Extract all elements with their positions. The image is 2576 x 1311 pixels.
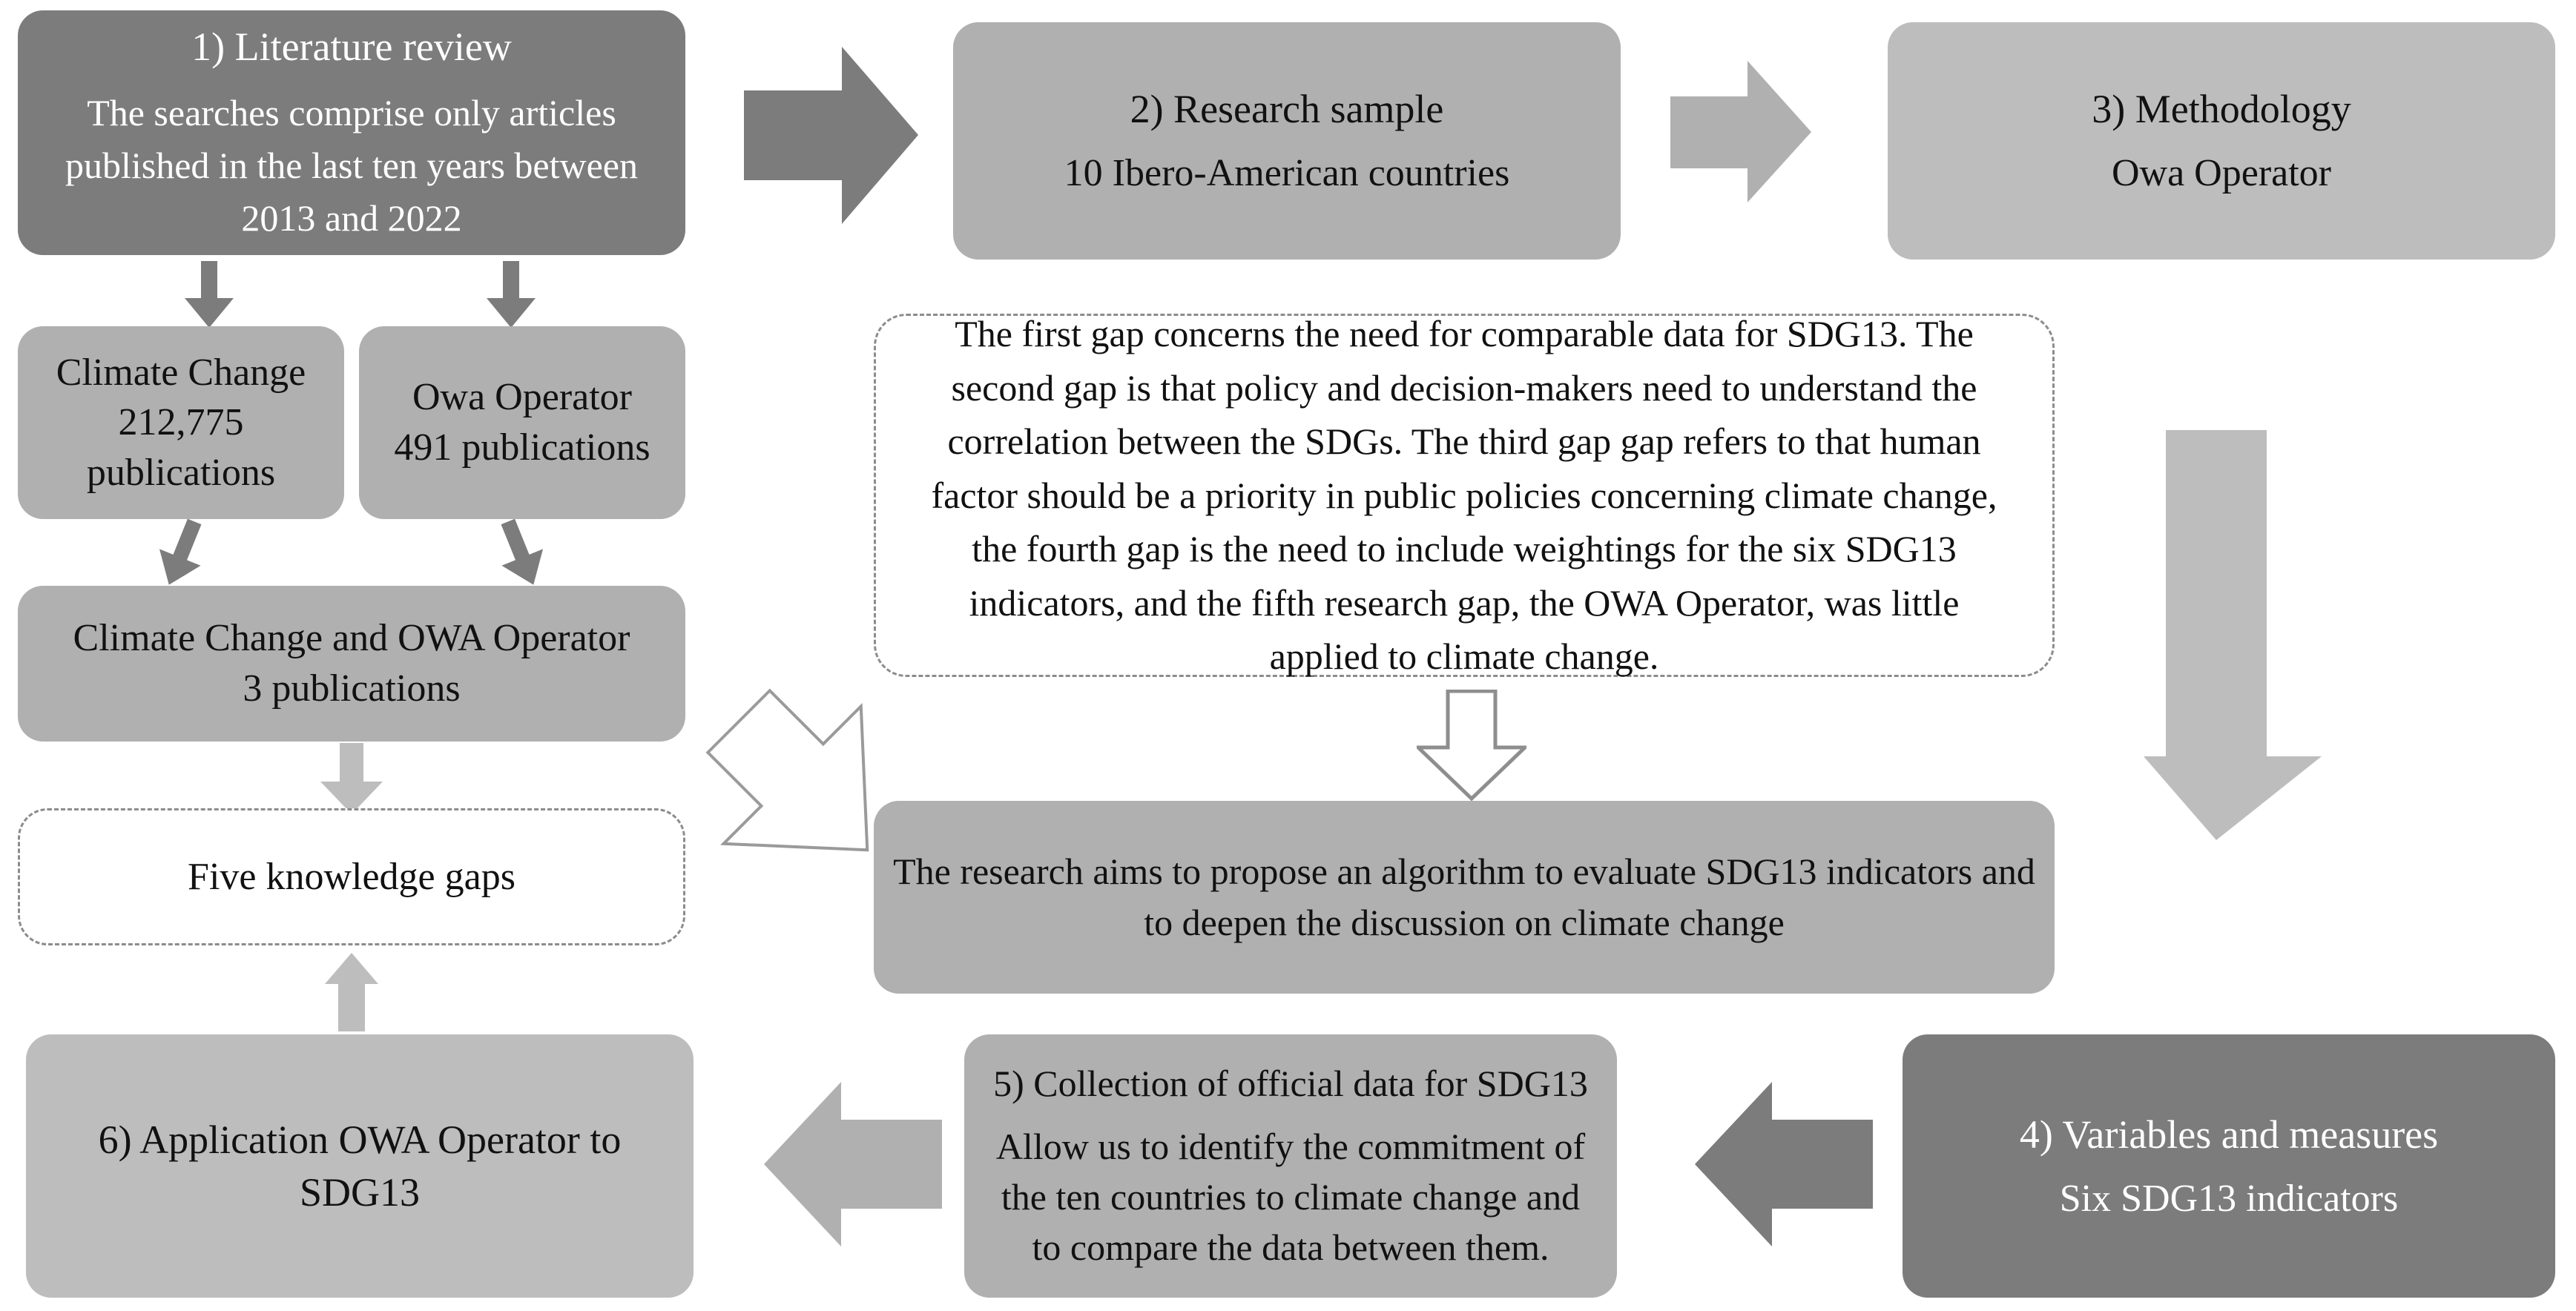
node-research-aim-body: The research aims to propose an algorith… — [893, 851, 2035, 943]
node-combined-line1: Climate Change and OWA Operator — [73, 617, 630, 660]
node-application-owa-label: 6) Application OWA Operator to SDG13 — [98, 1117, 622, 1215]
arrow-variables-to-data-collection — [1695, 1079, 1873, 1249]
node-application-owa: 6) Application OWA Operator to SDG13 — [26, 1034, 694, 1298]
node-owa-operator-line2: 491 publications — [394, 426, 650, 469]
arrow-climate-change-to-combined — [148, 513, 215, 593]
node-variables-and-measures: 4) Variables and measures Six SDG13 indi… — [1903, 1034, 2555, 1298]
node-owa-operator-publications: Owa Operator 491 publications — [359, 326, 685, 519]
node-five-knowledge-gaps: Five knowledge gaps — [18, 808, 685, 945]
node-literature-review: 1) Literature review The searches compri… — [18, 10, 685, 255]
node-climate-change-line2: 212,775 — [118, 401, 244, 444]
node-owa-operator-line1: Owa Operator — [412, 376, 632, 419]
node-data-collection-body: Allow us to identify the commitment of t… — [995, 1126, 1586, 1268]
node-methodology-heading: 3) Methodology — [2092, 87, 2351, 132]
node-combined-line2: 3 publications — [243, 667, 461, 710]
arrow-research-sample-to-methodology — [1670, 59, 1811, 204]
node-research-aim: The research aims to propose an algorith… — [874, 801, 2055, 994]
node-variables-body: Six SDG13 indicators — [2059, 1177, 2399, 1220]
node-research-sample-heading: 2) Research sample — [1130, 87, 1444, 132]
node-data-collection: 5) Collection of official data for SDG13… — [964, 1034, 1617, 1298]
arrow-five-gaps-to-gaps-detail — [667, 650, 940, 922]
node-research-sample: 2) Research sample 10 Ibero-American cou… — [953, 22, 1621, 260]
node-literature-review-body: The searches comprise only articles publ… — [65, 91, 638, 239]
node-climate-change-line1: Climate Change — [56, 351, 306, 394]
arrow-literature-to-research-sample — [744, 44, 918, 226]
arrow-owa-operator-to-combined — [487, 513, 554, 593]
arrow-literature-to-climate-change — [185, 261, 234, 328]
node-five-knowledge-gaps-label: Five knowledge gaps — [188, 855, 515, 898]
arrow-data-collection-to-application — [764, 1079, 942, 1249]
node-combined-publications: Climate Change and OWA Operator 3 public… — [18, 586, 685, 742]
arrow-methodology-to-variables — [2144, 430, 2322, 842]
node-variables-heading: 4) Variables and measures — [2019, 1112, 2439, 1157]
arrow-literature-to-owa-operator — [487, 261, 536, 328]
arrow-combined-to-five-gaps — [320, 743, 383, 814]
node-gaps-detail: The first gap concerns the need for comp… — [874, 313, 2055, 677]
node-research-sample-body: 10 Ibero-American countries — [1064, 152, 1510, 195]
arrow-application-to-five-gaps — [325, 953, 378, 1031]
node-methodology-body: Owa Operator — [2112, 152, 2331, 195]
node-literature-review-heading: 1) Literature review — [191, 24, 512, 70]
node-data-collection-heading: 5) Collection of official data for SDG13 — [993, 1063, 1588, 1104]
arrow-gaps-detail-to-research-aim — [1417, 690, 1526, 801]
node-gaps-detail-body: The first gap concerns the need for comp… — [931, 313, 1997, 678]
node-methodology: 3) Methodology Owa Operator — [1888, 22, 2555, 260]
node-climate-change-publications: Climate Change 212,775 publications — [18, 326, 344, 519]
node-climate-change-line3: publications — [86, 451, 276, 494]
